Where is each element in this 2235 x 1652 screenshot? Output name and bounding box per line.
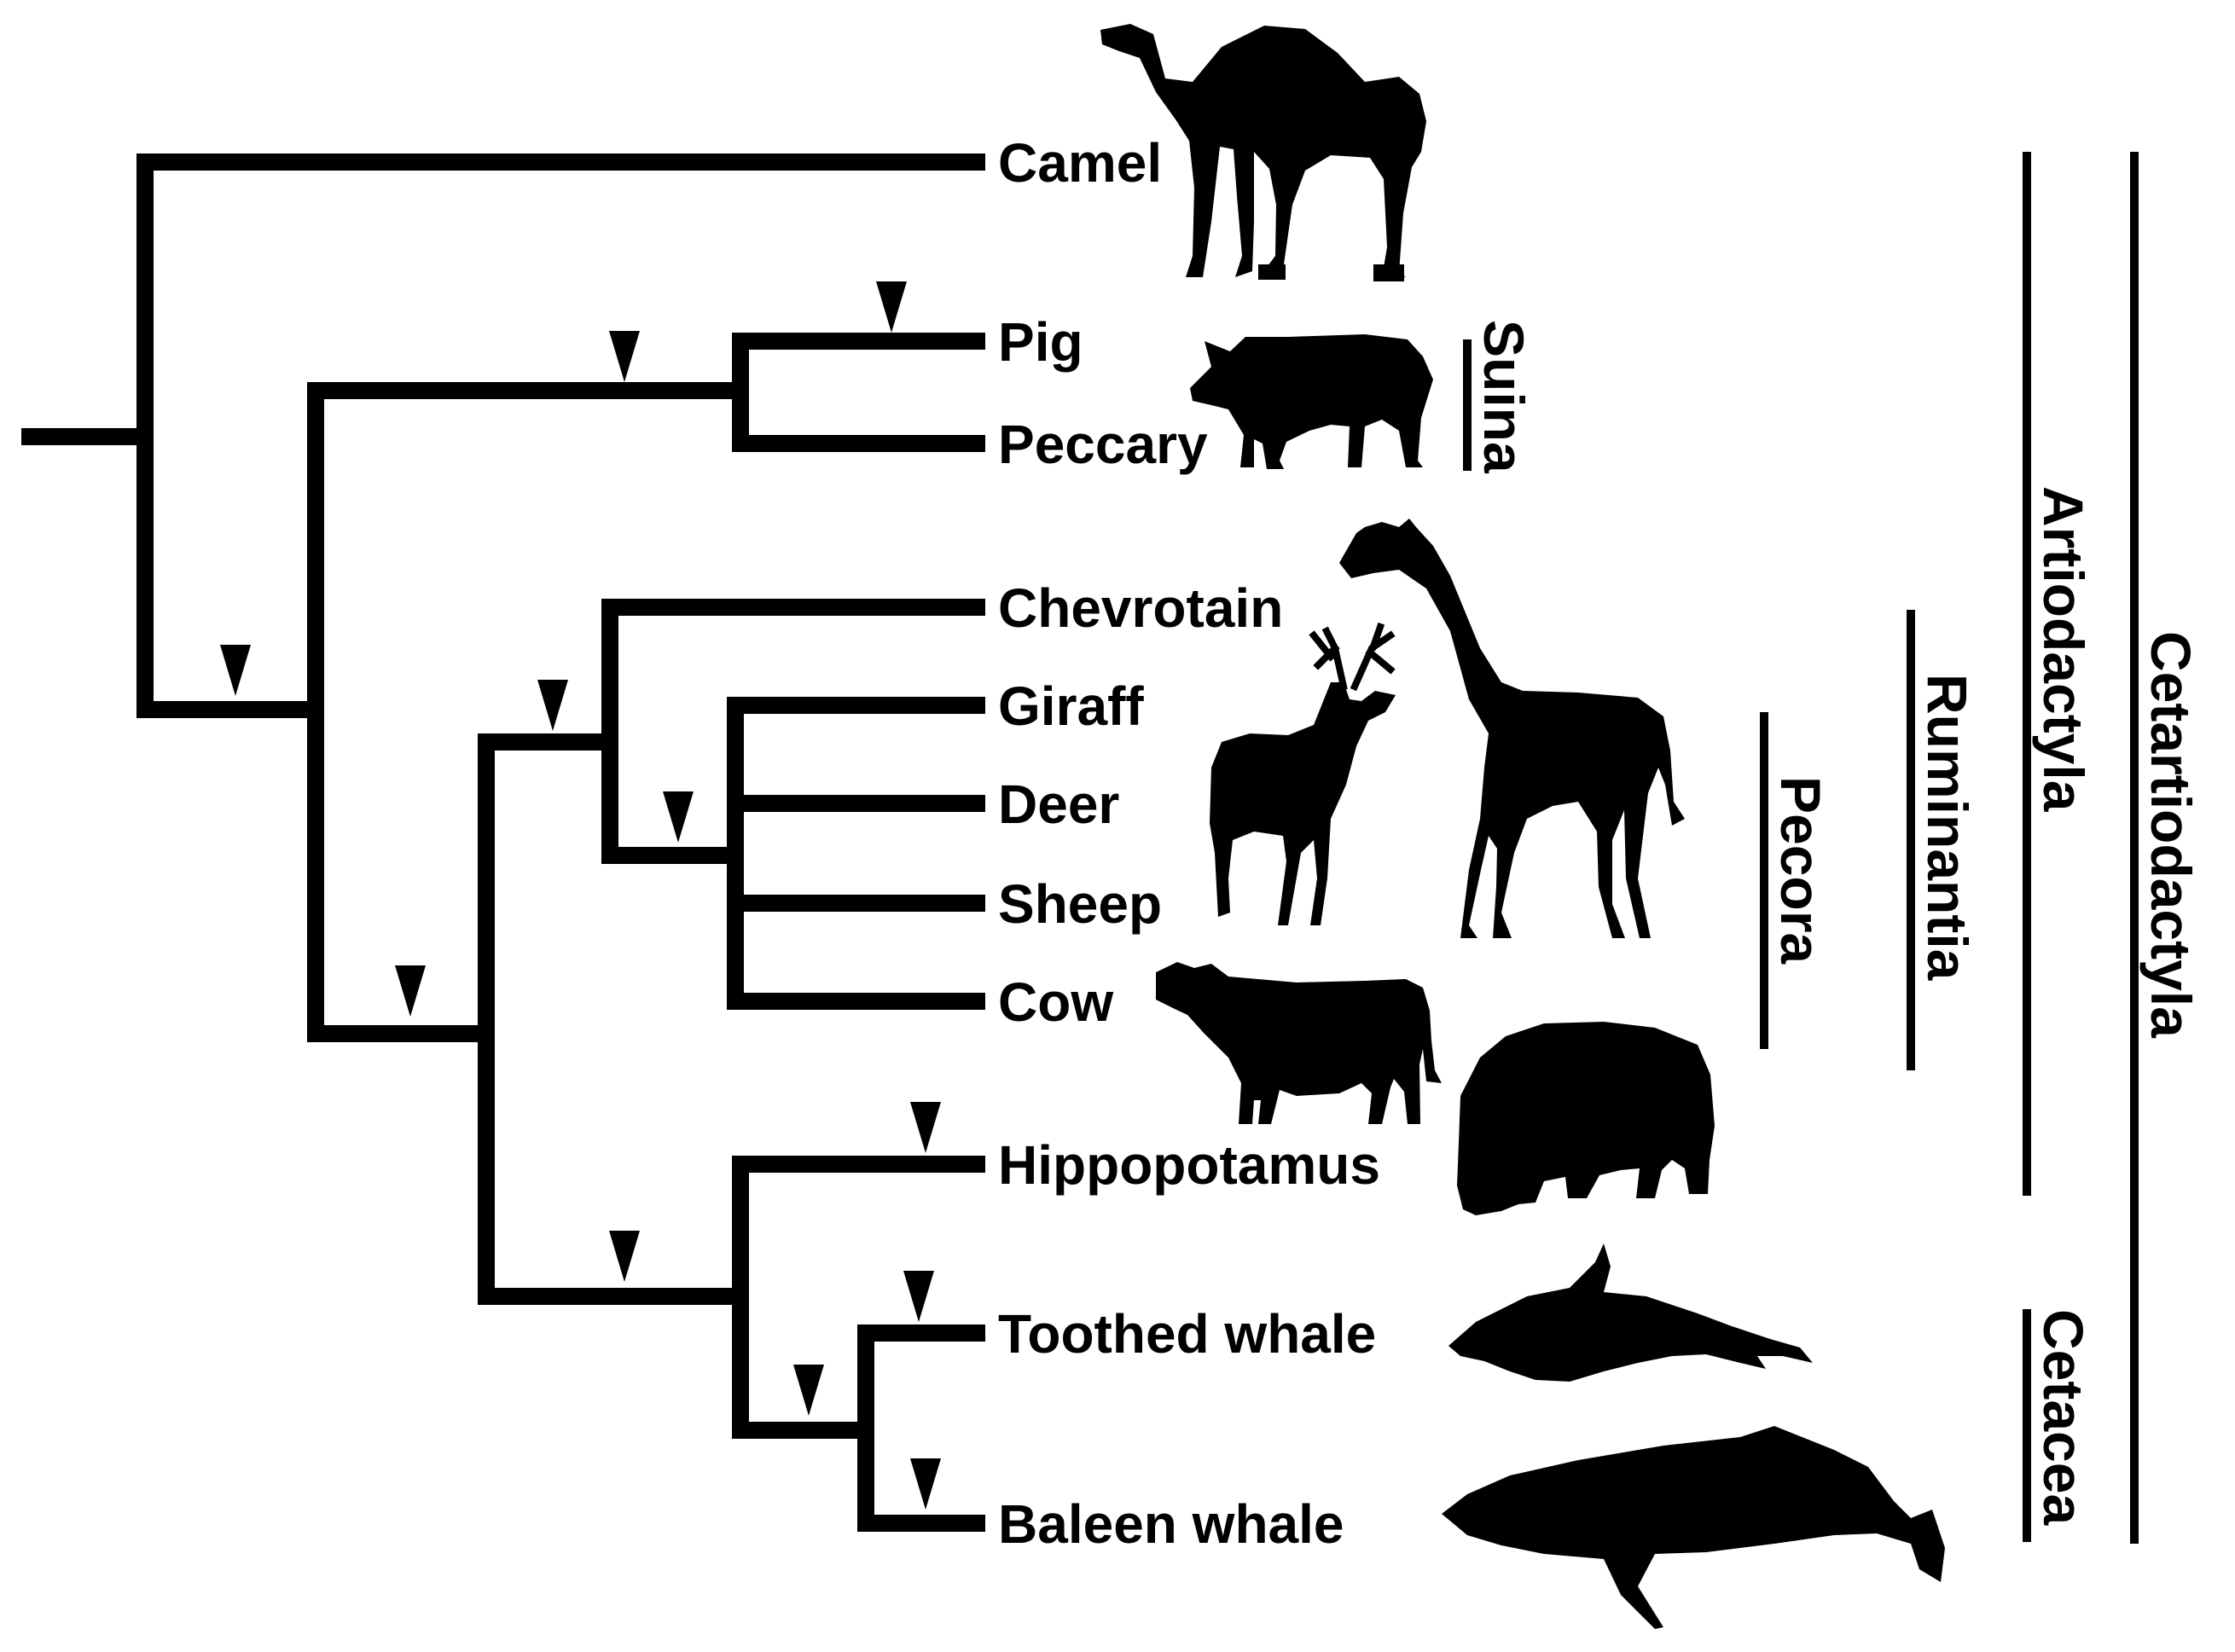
deer-silhouette — [1210, 622, 1396, 925]
marker-hippopotamus — [910, 1102, 941, 1153]
marker-toothed-whale — [903, 1271, 934, 1322]
dolphin-silhouette — [1448, 1243, 1813, 1382]
clade-annotations: Suina Pecora Ruminantia Artiodactyla Cet… — [1463, 152, 2203, 1544]
taxon-toothed-whale: Toothed whale — [998, 1303, 1376, 1365]
clade-ruminantia: Ruminantia — [1916, 674, 1979, 982]
marker-pecora — [663, 791, 694, 843]
taxon-pig: Pig — [998, 311, 1083, 373]
pig-silhouette — [1190, 334, 1433, 469]
taxon-camel: Camel — [998, 132, 1162, 194]
camel-silhouette — [1100, 24, 1426, 281]
clade-pecora: Pecora — [1769, 776, 1832, 965]
marker-pig — [876, 281, 907, 333]
taxon-deer: Deer — [998, 774, 1119, 835]
marker-cetruminantia — [220, 645, 251, 696]
marker-whippomorpha — [609, 1231, 640, 1282]
clade-cetartiodactyla: Cetartiodactyla — [2139, 631, 2203, 1039]
taxon-peccary: Peccary — [998, 414, 1208, 475]
marker-cetacea — [793, 1365, 824, 1416]
clade-cetacea: Cetacea — [2032, 1309, 2095, 1526]
marker-ruminantia — [537, 680, 568, 731]
node-markers — [220, 281, 941, 1510]
marker-suina — [609, 331, 640, 382]
silhouettes — [1100, 24, 1945, 1629]
taxon-baleen-whale: Baleen whale — [998, 1493, 1344, 1555]
taxon-hippopotamus: Hippopotamus — [998, 1134, 1380, 1196]
cow-silhouette — [1156, 962, 1442, 1124]
marker-baleen-whale — [910, 1458, 941, 1510]
clade-artiodactyla: Artiodactyla — [2032, 486, 2095, 813]
taxon-chevrotain: Chevrotain — [998, 577, 1283, 639]
taxon-sheep: Sheep — [998, 873, 1162, 935]
giraffe-silhouette — [1339, 519, 1685, 938]
taxon-giraff: Giraff — [998, 675, 1144, 737]
hippopotamus-silhouette — [1457, 1022, 1715, 1215]
tree-branches — [21, 154, 985, 1532]
marker-rum-whip — [395, 965, 426, 1017]
clade-suina: Suina — [1472, 320, 1535, 474]
taxon-labels: Camel Pig Peccary Chevrotain Giraff Deer… — [998, 132, 1380, 1555]
taxon-cow: Cow — [998, 971, 1113, 1033]
humpback-whale-silhouette — [1442, 1426, 1945, 1629]
